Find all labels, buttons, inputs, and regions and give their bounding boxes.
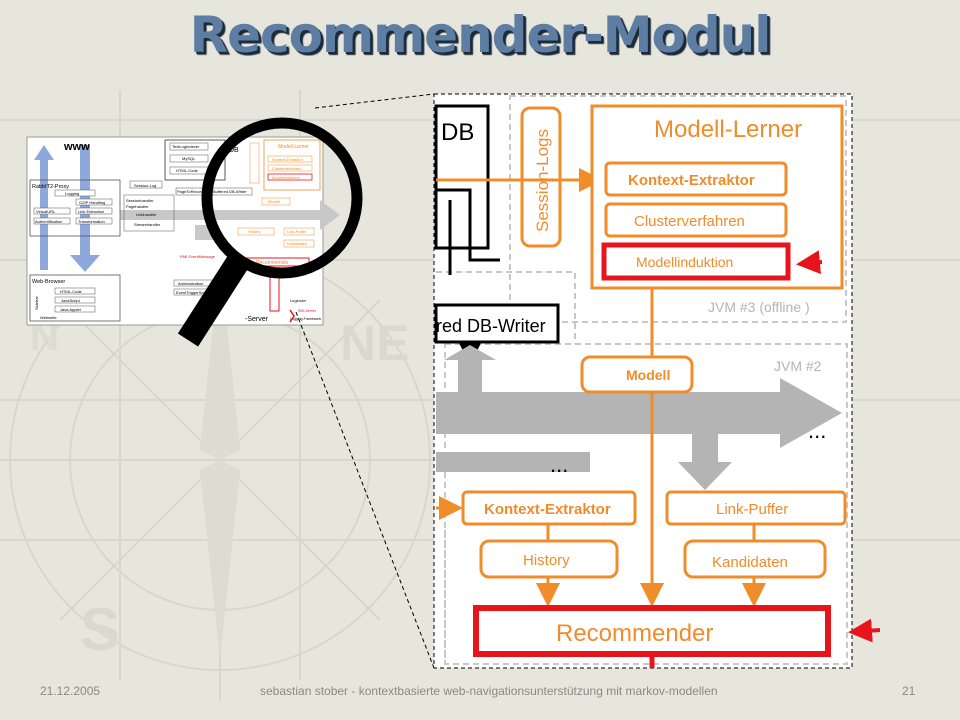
thumb-rmi-eventmessage-label: RMI EventMessage bbox=[180, 254, 216, 259]
thumb-logging-label: Logging bbox=[65, 191, 79, 196]
thumb-session-log-label: Session-Log bbox=[134, 183, 156, 188]
zoom-buffered-db-writer-label: red DB-Writer bbox=[436, 316, 546, 336]
thumb-kontext-extraktor-label: Kontext-Extraktor bbox=[272, 157, 304, 162]
thumb-java-applet-label: Java Applet bbox=[60, 307, 82, 312]
thumb-proxy-label: RabbIT2-Proxy bbox=[32, 184, 69, 190]
slide-title: Recommender-Modul bbox=[189, 6, 772, 64]
zoom-jvm2-label: JVM #2 bbox=[774, 358, 822, 374]
thumb-textlogindexer-label: TextLogIndexer bbox=[172, 144, 200, 149]
zoom-kontext-extraktor-bottom-label: Kontext-Extraktor bbox=[484, 501, 611, 518]
svg-text:NE: NE bbox=[340, 315, 409, 371]
thumb-recommender-label: Recommender bbox=[256, 260, 289, 266]
footer-date: 21.12.2005 bbox=[40, 684, 101, 698]
thumb-browser-label: Web-Browser bbox=[32, 279, 65, 285]
thumb-eventtriggerservice-label: EventTriggerService bbox=[176, 290, 213, 295]
zoom-kontext-extraktor-top-label: Kontext-Extraktor bbox=[628, 172, 755, 189]
svg-text:S: S bbox=[80, 596, 120, 663]
thumb-server-label: -Server bbox=[245, 316, 269, 323]
zoom-kandidaten-label: Kandidaten bbox=[712, 554, 788, 571]
zoom-recommender-label: Recommender bbox=[556, 620, 713, 647]
zoom-modell-lerner-label: Modell-Lerner bbox=[654, 116, 802, 143]
zoom-clusterverfahren-label: Clusterverfahren bbox=[634, 213, 745, 230]
zoom-link-puffer-label: Link-Puffer bbox=[716, 501, 788, 518]
thumb-logging-framework-label: Logging-Framework bbox=[290, 317, 321, 321]
thumb-administration-label: Administration bbox=[178, 281, 203, 286]
thumb-sidebar-label: Sidebar bbox=[34, 296, 39, 310]
thumb-linkhandler-label: Linkhandler bbox=[136, 212, 157, 217]
footer-page-number: 21 bbox=[902, 684, 916, 698]
thumb-authentification-label: Authentification bbox=[35, 219, 62, 224]
thumb-sessionhandler-label: Sessionhandler bbox=[126, 198, 154, 203]
thumb-legende-label: Legende: bbox=[290, 298, 307, 303]
thumb-www-label: www bbox=[63, 141, 90, 153]
thumb-kandidaten-label: Kandidaten bbox=[287, 241, 307, 246]
thumb-history-label: History bbox=[248, 229, 260, 234]
thumb-webseite-label: Webseite bbox=[40, 315, 57, 320]
thumb-html-code-2-label: HTML-Code bbox=[176, 168, 199, 173]
thumb-db-label: DB bbox=[229, 147, 239, 154]
thumb-gzip-label: GZIP Handling bbox=[79, 200, 105, 205]
thumb-javascript-label: JavaScript bbox=[61, 298, 81, 303]
thumb-transformation-label: Transformation bbox=[78, 219, 105, 224]
zoom-panel: DB red DB-Writer ... ... Session-Logs Mo… bbox=[433, 93, 881, 669]
thumb-modellinduktion-label: Modellinduktion bbox=[272, 175, 300, 180]
thumb-streamhandler-label: Streamhandler bbox=[134, 222, 161, 227]
thumb-buffered-db-writer-label: Buffered DB-Writer bbox=[213, 189, 247, 194]
zoom-modellinduktion-label: Modellinduktion bbox=[636, 254, 733, 270]
thumb-mysql-label: MySQL bbox=[182, 156, 196, 161]
zoom-ellipsis-mid: ... bbox=[550, 452, 568, 477]
thumbnail-diagram: www RabbIT2-Proxy Logging GZIP Handling … bbox=[26, 136, 340, 326]
thumb-rmi-server-label: RMI-Server bbox=[298, 309, 317, 313]
zoom-modell-label: Modell bbox=[626, 367, 670, 383]
thumb-virtualurl-label: VirtualURL bbox=[36, 209, 56, 214]
thumb-pagehandler-label: Pagehandler bbox=[126, 204, 149, 209]
thumb-link-extraction-label: Link Extraction bbox=[78, 209, 104, 214]
thumb-modell-label: Modell bbox=[268, 199, 280, 204]
thumb-pagetorecord-label: PageToRecord bbox=[177, 189, 203, 194]
footer-text: sebastian stober - kontextbasierte web-n… bbox=[260, 684, 718, 698]
zoom-history-label: History bbox=[523, 552, 570, 569]
zoom-jvm3-label: JVM #3 (offline ) bbox=[708, 299, 810, 315]
zoom-ellipsis-right: ... bbox=[808, 418, 826, 443]
thumb-html-code-label: HTML-Code bbox=[60, 289, 83, 294]
magnifying-glass-icon bbox=[177, 117, 363, 347]
thumb-modell-lerner-label: Modell-Lerner bbox=[278, 144, 309, 150]
thumb-link-puffer-label: Link-Puffer bbox=[287, 229, 307, 234]
zoom-db-label: DB bbox=[441, 119, 474, 146]
thumb-clusterverfahren-label: Clusterverfahren bbox=[272, 166, 302, 171]
